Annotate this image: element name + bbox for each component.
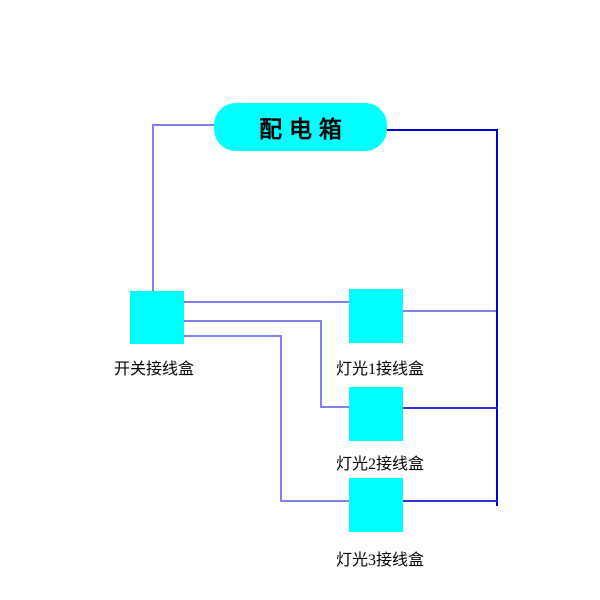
light2-junction-box-label: 灯光2接线盒: [336, 456, 425, 473]
wire-switch-to-light2-h1: [184, 320, 322, 322]
light1-junction-box-node: [349, 289, 403, 343]
wire-switch-to-light3-h2: [280, 500, 350, 502]
wire-light2-to-bus-h: [403, 407, 497, 409]
distribution-box-label: 配电箱: [259, 117, 349, 142]
wire-switch-to-light1-h: [184, 301, 349, 303]
wire-switch-to-light2-v: [320, 320, 322, 408]
wire-main-bus-v: [496, 129, 498, 506]
wire-switch-to-light2-h2: [320, 406, 350, 408]
light3-junction-box-label: 灯光3接线盒: [336, 552, 425, 569]
switch-junction-box-label: 开关接线盒: [114, 361, 195, 378]
switch-junction-box-node: [130, 291, 184, 344]
wire-dist-right-feed-h: [387, 129, 497, 131]
wire-dist-left-feed-h: [152, 124, 216, 126]
wire-light1-to-bus-h: [403, 310, 497, 312]
light3-junction-box-node: [349, 478, 403, 532]
wire-switch-to-light3-v: [280, 335, 282, 502]
light1-junction-box-label: 灯光1接线盒: [336, 361, 425, 378]
light2-junction-box-node: [349, 387, 403, 441]
wire-light3-to-bus-h: [403, 500, 497, 502]
wire-switch-to-light3-h1: [184, 335, 282, 337]
distribution-box-node: 配电箱: [214, 103, 387, 151]
wire-dist-to-switch-v: [152, 124, 154, 292]
